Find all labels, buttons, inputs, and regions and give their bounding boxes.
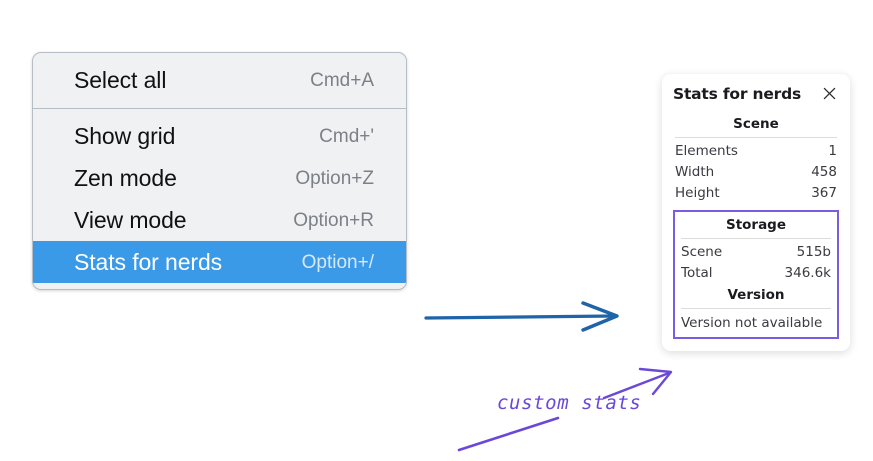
stat-key: Width — [675, 164, 715, 180]
stat-value: 458 — [811, 164, 837, 180]
stat-value: 515b — [796, 244, 831, 260]
version-value: Version not available — [681, 315, 823, 331]
stats-panel-header: Stats for nerds — [673, 84, 839, 103]
section-rule — [681, 308, 831, 309]
stats-panel-title: Stats for nerds — [673, 84, 802, 103]
menu-item-shortcut: Option+/ — [301, 251, 374, 273]
stats-for-nerds-panel[interactable]: Stats for nerds Scene Elements 1 Width 4… — [662, 74, 850, 351]
custom-stats-outlined-region: Storage Scene 515b Total 346.6k Version … — [673, 210, 839, 339]
menu-item-shortcut: Option+Z — [295, 167, 374, 189]
blue-flow-arrow — [424, 301, 619, 332]
custom-stats-annotation-label: custom stats — [497, 392, 642, 414]
stat-key: Height — [675, 185, 720, 201]
stat-row-width: Width 458 — [673, 162, 839, 183]
stat-row-storage-total: Total 346.6k — [679, 263, 833, 284]
menu-item-stats-for-nerds[interactable]: Stats for nerds Option+/ — [33, 241, 406, 283]
stat-key: Scene — [681, 244, 723, 260]
section-rule — [675, 137, 837, 138]
stat-value: 346.6k — [784, 265, 831, 281]
menu-item-label: Stats for nerds — [74, 248, 223, 275]
stat-key: Total — [681, 265, 713, 281]
section-rule — [681, 238, 831, 239]
menu-item-shortcut: Cmd+' — [319, 125, 374, 147]
menu-item-select-all[interactable]: Select all Cmd+A — [33, 59, 406, 101]
context-menu[interactable]: Select all Cmd+A Show grid Cmd+' Zen mod… — [32, 52, 407, 290]
menu-group-2: Show grid Cmd+' Zen mode Option+Z View m… — [33, 109, 406, 289]
menu-item-shortcut: Option+R — [293, 209, 374, 231]
menu-group-1: Select all Cmd+A — [33, 53, 406, 108]
version-section-heading: Version — [727, 287, 785, 303]
menu-item-shortcut: Cmd+A — [310, 69, 374, 91]
menu-divider — [33, 108, 406, 109]
storage-section-heading: Storage — [725, 217, 787, 233]
stat-row-storage-scene: Scene 515b — [679, 242, 833, 263]
menu-item-view-mode[interactable]: View mode Option+R — [33, 199, 406, 241]
stat-value: 367 — [811, 185, 837, 201]
purple-underline-stroke — [457, 416, 560, 452]
menu-item-label: Zen mode — [74, 164, 177, 191]
close-icon[interactable] — [820, 84, 839, 103]
menu-item-label: Show grid — [74, 122, 176, 149]
menu-item-show-grid[interactable]: Show grid Cmd+' — [33, 115, 406, 157]
menu-item-zen-mode[interactable]: Zen mode Option+Z — [33, 157, 406, 199]
menu-item-label: Select all — [74, 66, 167, 93]
stat-row-elements: Elements 1 — [673, 141, 839, 162]
scene-section-heading: Scene — [733, 116, 779, 132]
menu-item-label: View mode — [74, 206, 187, 233]
stat-row-height: Height 367 — [673, 183, 839, 204]
stat-key: Elements — [675, 143, 738, 159]
stat-value: 1 — [828, 143, 837, 159]
